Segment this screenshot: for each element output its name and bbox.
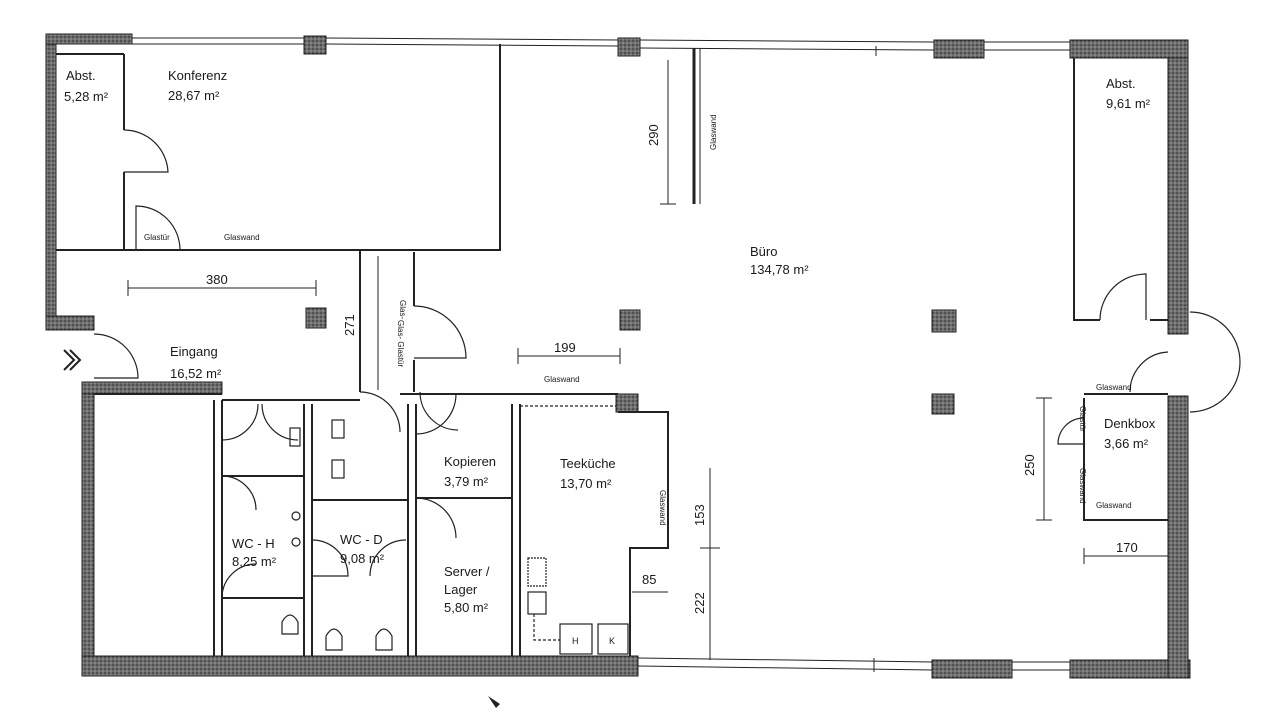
dim-85: 85	[642, 572, 656, 587]
room-buero-name: Büro	[750, 244, 777, 259]
pillar-1	[305, 307, 327, 329]
column-bottom-1	[931, 659, 1013, 679]
dim-153: 153	[692, 504, 707, 526]
wc-d-toilet-1	[325, 628, 343, 651]
room-server-area: 5,80 m²	[444, 600, 489, 615]
note-glaswand-denkbox-left: Glaswand	[1078, 468, 1087, 504]
dim-290: 290	[646, 124, 661, 146]
room-eingang-name: Eingang	[170, 344, 218, 359]
room-konferenz-area: 28,67 m²	[168, 88, 220, 103]
column-left-entry	[45, 315, 95, 331]
column-top-2	[617, 37, 641, 57]
wall-right-upper	[1167, 43, 1189, 335]
appliance-h-label: H	[572, 636, 579, 646]
wc-h-urinal-2	[291, 511, 301, 521]
room-abst-right-name: Abst.	[1106, 76, 1136, 91]
note-glas-top: Glas-	[398, 300, 407, 319]
wall-left-lower	[81, 389, 95, 677]
note-glaswand-buero: Glaswand	[709, 114, 718, 150]
room-abst-left-name: Abst.	[66, 68, 96, 83]
wall-top-right-corner	[1069, 39, 1189, 59]
appliance-k-label: K	[609, 636, 615, 646]
note-glaswand-denkbox-top: Glaswand	[1096, 383, 1132, 392]
interior-walls	[56, 44, 1168, 656]
dimension-lines	[127, 60, 1168, 660]
sanitary-fixtures	[281, 405, 629, 655]
windows	[132, 37, 1070, 672]
north-arrow-icon	[488, 696, 500, 708]
dim-271: 271	[342, 314, 357, 336]
room-kopieren-name: Kopieren	[444, 454, 496, 469]
note-glas-tuer: Glas- Glastür	[396, 320, 405, 367]
room-teekueche-name: Teeküche	[560, 456, 616, 471]
room-konferenz-name: Konferenz	[168, 68, 227, 83]
room-wc-d-area: 9,08 m²	[340, 551, 385, 566]
note-glastuer-denkbox: Glastür	[1078, 406, 1087, 432]
room-teekueche-area: 13,70 m²	[560, 476, 612, 491]
room-denkbox-area: 3,66 m²	[1104, 436, 1149, 451]
note-glaswand-denkbox-bottom: Glaswand	[1096, 501, 1132, 510]
wall-bottom-left	[81, 655, 639, 677]
appliance-h-box	[559, 623, 593, 655]
column-teekueche	[615, 393, 639, 413]
room-wc-d-name: WC - D	[340, 532, 383, 547]
room-wc-h-name: WC - H	[232, 536, 275, 551]
room-abst-right-area: 9,61 m²	[1106, 96, 1151, 111]
column-left-entry-2	[81, 381, 223, 395]
room-denkbox-name: Denkbox	[1104, 416, 1156, 431]
room-wc-h-area: 8,25 m²	[232, 554, 277, 569]
pillar-4	[931, 393, 955, 415]
appliance-k-box	[597, 623, 629, 655]
note-glaswand-teekueche: Glaswand	[658, 490, 667, 526]
dim-250: 250	[1022, 454, 1037, 476]
door-swings	[93, 129, 1241, 599]
room-eingang-area: 16,52 m²	[170, 366, 222, 381]
outer-walls	[45, 33, 1191, 679]
wc-d-toilet-2	[375, 628, 393, 651]
pillar-2	[619, 309, 641, 331]
wall-top-left-corner	[45, 33, 133, 45]
wc-h-toilet	[281, 614, 299, 635]
room-buero-area: 134,78 m²	[750, 262, 809, 277]
dim-170: 170	[1116, 540, 1138, 555]
room-abst-left-area: 5,28 m²	[64, 89, 109, 104]
wc-d-sink-1	[331, 419, 345, 439]
dim-199: 199	[554, 340, 576, 355]
wc-d-sink-2	[331, 459, 345, 479]
dim-222: 222	[692, 592, 707, 614]
room-server-name-2: Lager	[444, 582, 478, 597]
wc-h-urinal-3	[291, 537, 301, 547]
wall-left-upper	[45, 33, 57, 325]
pillar-3	[931, 309, 957, 333]
kitchen-unit	[527, 591, 547, 615]
note-glastuer: Glastür	[144, 233, 170, 242]
note-glaswand-199: Glaswand	[544, 375, 580, 384]
dim-380: 380	[206, 272, 228, 287]
wall-right-lower	[1167, 395, 1189, 679]
wall-bottom-right	[1069, 659, 1191, 679]
wc-h-urinal-1	[289, 427, 301, 447]
kitchen-sink	[527, 557, 547, 587]
room-server-name-1: Server /	[444, 564, 490, 579]
column-top-3	[933, 39, 985, 59]
column-top-1	[303, 35, 327, 55]
room-kopieren-area: 3,79 m²	[444, 474, 489, 489]
note-glaswand-konferenz: Glaswand	[224, 233, 260, 242]
entrance-arrow-icon	[63, 349, 82, 371]
